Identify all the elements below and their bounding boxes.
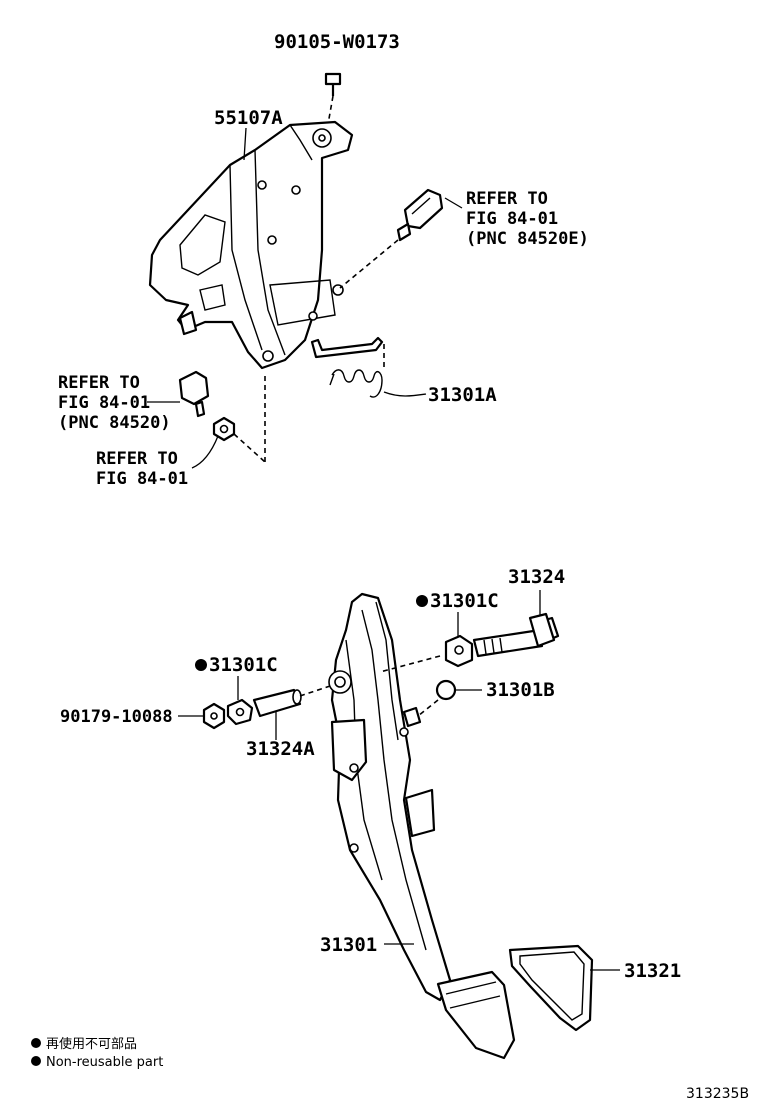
label-bolt-90105-W0173: 90105-W0173 [274, 31, 400, 53]
cushion-31301B [417, 679, 457, 717]
non-reusable-mark-left [195, 659, 207, 671]
stop-lamp-switch-left [178, 370, 210, 418]
label-cushion-31301B: 31301B [486, 679, 555, 701]
label-refer-top-3: (PNC 84520E) [466, 229, 589, 249]
label-refer-left-1: REFER TO [58, 373, 140, 393]
pedal-pad-31321 [508, 944, 594, 1032]
label-pivot-bolt-31324: 31324 [508, 566, 565, 588]
nut-90179-10088 [202, 702, 226, 730]
label-pedal-pad-31321: 31321 [624, 960, 681, 982]
leader-31301A [383, 391, 427, 397]
pedal-pad-on-arm [436, 970, 516, 1060]
leader-refer-nut [191, 435, 219, 469]
legend-text-jp: 再使用不可部品 [46, 1036, 137, 1052]
label-nut-90179-10088: 90179-10088 [60, 707, 173, 727]
bracket-55107A [148, 120, 354, 370]
legend-dot-en [31, 1056, 41, 1066]
nut-refer [212, 372, 266, 463]
label-refer-nut-2: FIG 84-01 [96, 469, 188, 489]
legend: 再使用不可部品 Non-reusable part [31, 1036, 163, 1070]
label-collar-31324A: 31324A [246, 738, 315, 760]
label-bushing-31301C-right: 31301C [430, 590, 499, 612]
bushing-31301C-left [226, 698, 254, 726]
label-refer-top-1: REFER TO [466, 189, 548, 209]
label-refer-nut-1: REFER TO [96, 449, 178, 469]
leader-refer-top [444, 197, 463, 209]
label-refer-left-2: FIG 84-01 [58, 393, 150, 413]
collar-31324A [252, 685, 331, 718]
bushing-31301C-right [444, 634, 474, 668]
label-bracket-55107A: 55107A [214, 107, 283, 129]
label-refer-top-2: FIG 84-01 [466, 209, 558, 229]
stop-lamp-switch-upper [339, 188, 444, 289]
label-spring-31301A: 31301A [428, 384, 497, 406]
return-spring-31301A [310, 336, 385, 398]
non-reusable-mark-right [416, 595, 428, 607]
legend-dot-jp [31, 1038, 41, 1048]
label-bushing-31301C-left: 31301C [209, 654, 278, 676]
label-pedal-arm-31301: 31301 [320, 934, 377, 956]
figure-code: 313235B [686, 1086, 749, 1102]
legend-text-en: Non-reusable part [46, 1055, 163, 1070]
pedal-arm-31301 [328, 592, 452, 1002]
leader-55107A [243, 127, 247, 161]
pivot-bolt-31324 [379, 612, 560, 673]
label-refer-left-3: (PNC 84520) [58, 413, 171, 433]
